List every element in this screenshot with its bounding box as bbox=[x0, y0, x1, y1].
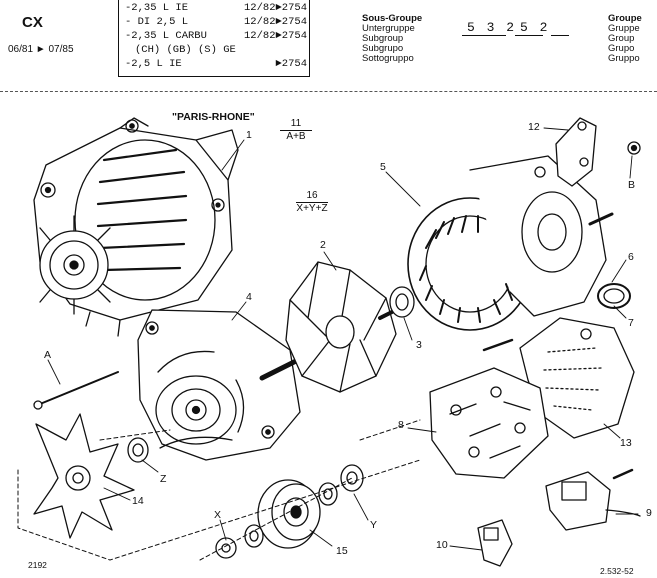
group-label-list: Groupe Gruppe Group Grupo Gruppo bbox=[608, 13, 642, 64]
rotor-bearing bbox=[389, 286, 415, 318]
bearing-ring bbox=[597, 283, 631, 309]
spacer-ring bbox=[127, 437, 149, 463]
code-extra-underline bbox=[551, 35, 569, 36]
fixing-nut bbox=[627, 141, 641, 155]
callout-leaders bbox=[47, 127, 639, 551]
callout-b: B bbox=[628, 179, 636, 191]
callout-a: A bbox=[44, 349, 52, 361]
through-bolt bbox=[33, 371, 119, 410]
callout-10: 10 bbox=[436, 539, 448, 551]
pulley bbox=[257, 479, 321, 549]
callout-y: Y bbox=[370, 519, 378, 531]
brand-label: "PARIS-RHONE" bbox=[172, 111, 255, 123]
front-bracket bbox=[137, 309, 301, 461]
subgroup-code: 5 3 2 bbox=[467, 20, 517, 35]
rectifier-bridge bbox=[429, 338, 549, 479]
group-code: 5 2 bbox=[520, 20, 550, 35]
callout-z: Z bbox=[160, 473, 167, 485]
header-divider bbox=[0, 91, 657, 92]
figure-number: 2192 bbox=[28, 560, 47, 570]
kit-a-divider bbox=[280, 130, 312, 131]
callout-6: 6 bbox=[628, 251, 634, 263]
callout-3: 3 bbox=[416, 339, 422, 351]
rear-bracket bbox=[469, 155, 614, 317]
callout-1: 1 bbox=[246, 129, 252, 141]
cooling-fan bbox=[33, 413, 135, 539]
callout-7: 7 bbox=[628, 317, 634, 329]
variant-row: -2,5 L IE►2754 bbox=[125, 58, 307, 70]
group-code-underline bbox=[515, 35, 543, 36]
kit-b-divider bbox=[296, 202, 328, 203]
production-dates: 06/81 ► 07/85 bbox=[8, 44, 74, 55]
model-name: CX bbox=[22, 14, 43, 31]
callout-2: 2 bbox=[320, 239, 326, 251]
callout-13: 13 bbox=[620, 437, 632, 449]
voltage-regulator bbox=[545, 468, 641, 531]
kit-a-reference: 11 A+B bbox=[266, 118, 326, 142]
variant-row: (CH) (GB) (S) GE bbox=[135, 44, 236, 56]
brush-holder bbox=[477, 519, 513, 567]
alternator-assembly bbox=[33, 117, 239, 337]
callout-15: 15 bbox=[336, 545, 348, 557]
callout-5: 5 bbox=[380, 161, 386, 173]
callout-4: 4 bbox=[246, 291, 252, 303]
mounting-clip bbox=[555, 117, 597, 187]
subgroup-label-list: Sous-Groupe Untergruppe Subgroup Subgrup… bbox=[362, 13, 423, 64]
assembly-guides bbox=[17, 419, 421, 561]
callout-14: 14 bbox=[132, 495, 144, 507]
callout-9: 9 bbox=[646, 507, 652, 519]
callout-x: X bbox=[214, 509, 222, 521]
callout-8: 8 bbox=[398, 419, 404, 431]
kit-b-reference: 16 X+Y+Z bbox=[296, 190, 328, 214]
subgroup-code-underline bbox=[462, 35, 506, 36]
drawing-reference: 2.532-52 bbox=[600, 566, 634, 576]
callout-12: 12 bbox=[528, 121, 540, 133]
rotor bbox=[259, 261, 402, 393]
